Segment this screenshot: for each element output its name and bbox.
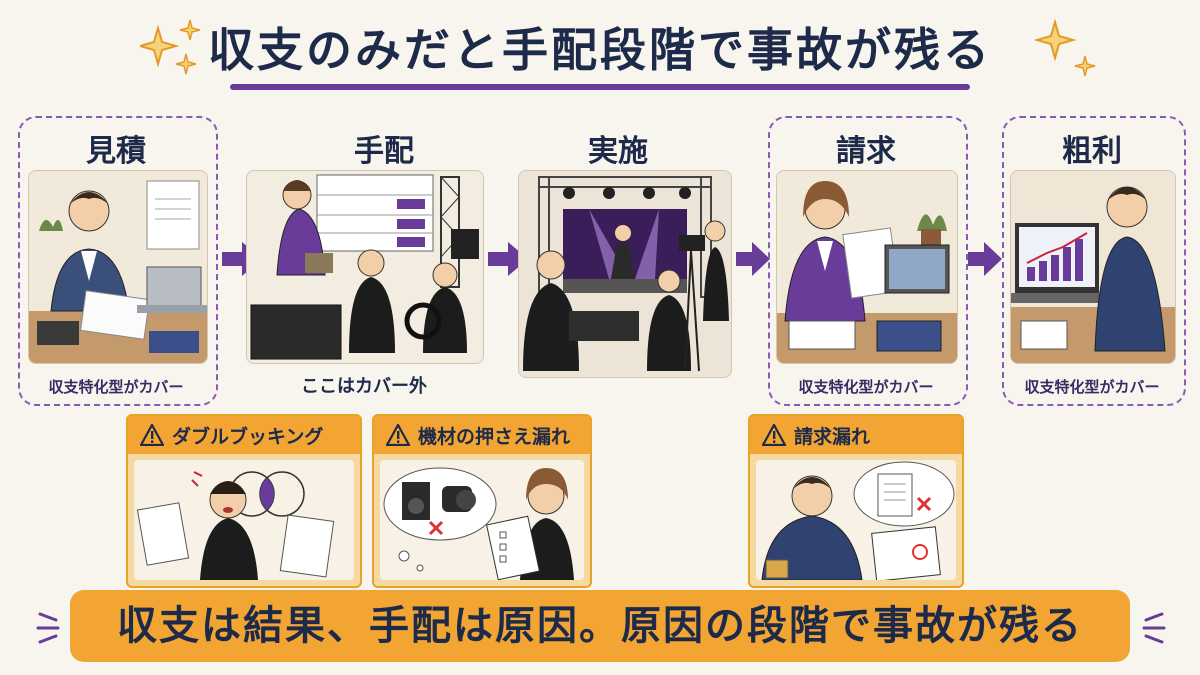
warning-icon <box>762 424 786 446</box>
stage-illustration-execution <box>518 170 732 378</box>
stage-box-profit <box>1002 116 1186 406</box>
stage-box-billing <box>768 116 968 406</box>
cover-tag-profit: 収支特化型がカバー <box>1024 378 1160 396</box>
warning-illustration-equipment <box>380 460 584 580</box>
stage-illustration-billing <box>776 170 958 364</box>
cover-tag-estimate: 収支特化型がカバー <box>48 378 184 396</box>
stage-title-estimate: 見積 <box>86 134 146 169</box>
emphasis-marks-icon <box>36 612 60 644</box>
cover-tag-billing: 収支特化型がカバー <box>798 378 934 396</box>
arrow-right-icon <box>968 242 1002 276</box>
warning-card-double-booking: ダブルブッキング <box>126 414 362 588</box>
stage-title-profit: 粗利 <box>1062 134 1122 169</box>
stage-title-arrangement: 手配 <box>354 134 414 169</box>
arrow-right-icon <box>736 242 770 276</box>
stage-illustration-estimate <box>28 170 208 364</box>
outside-coverage-note: ここはカバー外 <box>301 376 427 397</box>
warning-illustration-billing-omission <box>756 460 956 580</box>
warning-icon <box>386 424 410 446</box>
page-title: 収支のみだと手配段階で事故が残る <box>208 23 992 77</box>
warning-title: 機材の押さえ漏れ <box>418 425 571 448</box>
warning-card-equipment-reservation: 機材の押さえ漏れ <box>372 414 592 588</box>
warning-illustration-double-booking <box>134 460 354 580</box>
emphasis-marks-icon <box>1142 612 1166 644</box>
stage-title-execution: 実施 <box>588 134 648 169</box>
stage-illustration-profit <box>1010 170 1176 364</box>
stage-illustration-arrangement <box>246 170 484 364</box>
summary-banner <box>70 590 1130 662</box>
stage-box-estimate <box>18 116 218 406</box>
warning-card-billing-omission: 請求漏れ <box>748 414 964 588</box>
sparkle-icon-right <box>1035 18 1096 77</box>
warning-title: 請求漏れ <box>794 425 871 448</box>
stage-title-billing: 請求 <box>836 134 896 169</box>
sparkle-icon-left <box>140 19 201 75</box>
title-underline <box>230 84 970 90</box>
warning-icon <box>140 424 164 446</box>
warning-title: ダブルブッキング <box>172 425 324 448</box>
summary-banner-text: 収支は結果、手配は原因。原因の段階で事故が残る <box>117 603 1083 649</box>
